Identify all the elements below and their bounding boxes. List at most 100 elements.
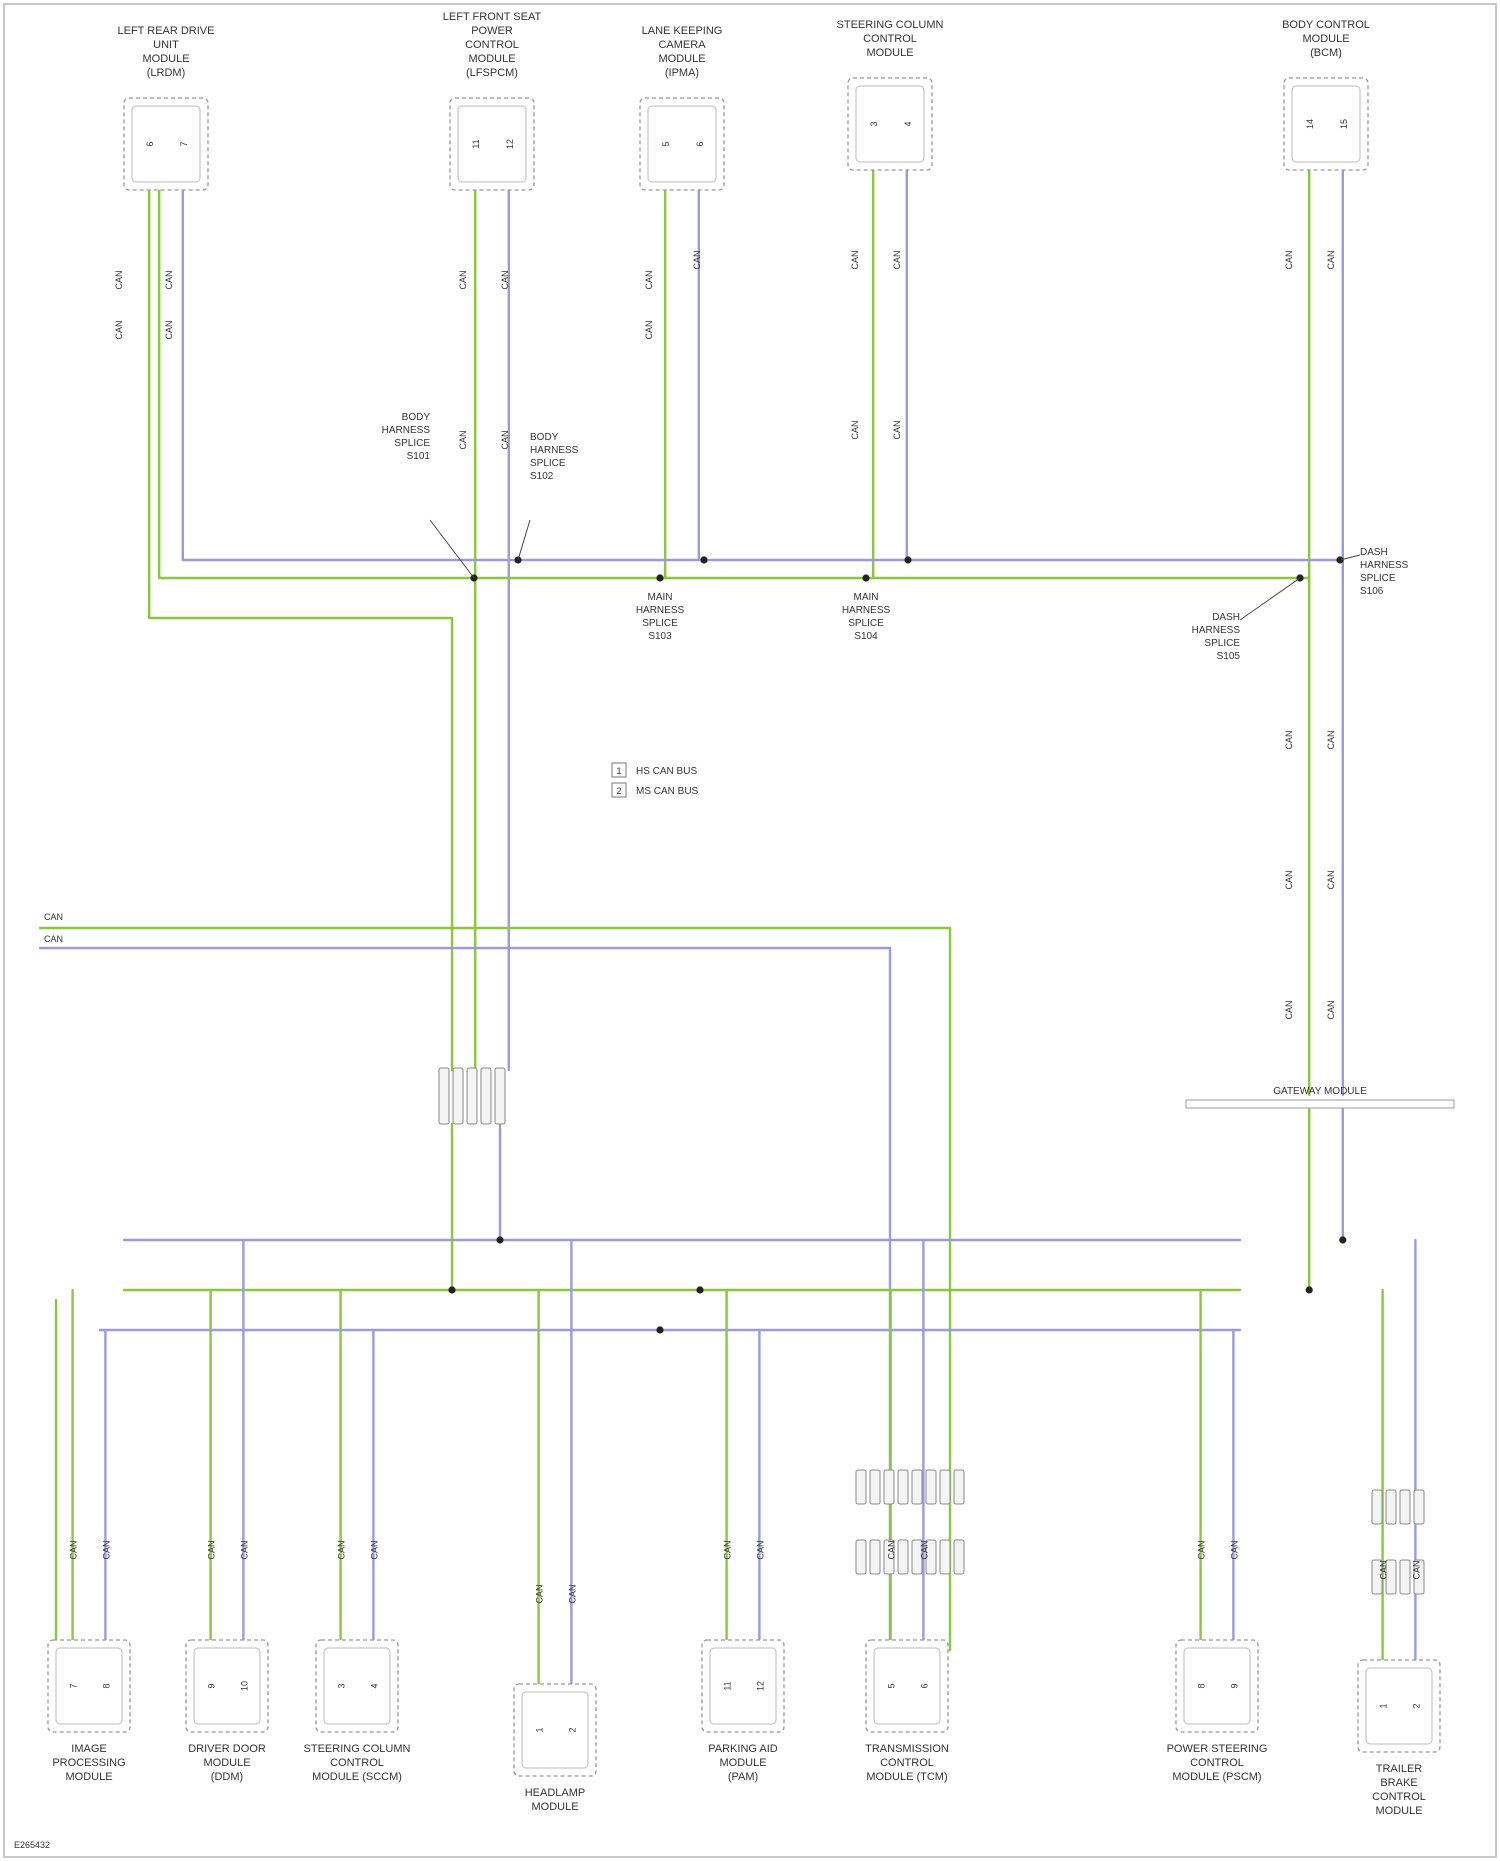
inline-conn-mid-3 xyxy=(481,1068,491,1124)
inline-conn-mid-1 xyxy=(453,1068,463,1124)
inline-conn-tcm-a-7 xyxy=(954,1470,964,1504)
code-top-6: CAN xyxy=(458,430,468,449)
wire-m1-high xyxy=(149,190,452,1070)
legend-text-1: MS CAN BUS xyxy=(636,786,699,797)
code-top-2: CAN xyxy=(114,320,124,339)
code-top-16: CAN xyxy=(1326,250,1336,269)
inline-conn-tcm-a-1 xyxy=(870,1470,880,1504)
legend-symbol-0: 1 xyxy=(616,766,621,776)
module-bottom-b6-plug xyxy=(874,1648,940,1724)
inline-conn-tcm-a-3 xyxy=(898,1470,908,1504)
module-top-m2-plug xyxy=(458,106,526,182)
splice-dot-top-3 xyxy=(700,556,707,563)
feed-code-a: CAN xyxy=(44,912,63,922)
module-bottom-b6-pin-a: 5 xyxy=(887,1683,897,1688)
inline-conn-trl-a-1 xyxy=(1386,1490,1396,1524)
code-top-17: CAN xyxy=(1284,730,1294,749)
code-top-20: CAN xyxy=(1326,870,1336,889)
code-bottom-b-0: CAN xyxy=(101,1540,111,1559)
inline-conn-tcm-a-0 xyxy=(856,1470,866,1504)
gateway-label: GATEWAY MODULE xyxy=(1273,1086,1367,1097)
module-top-m1-pin-b: 7 xyxy=(179,141,189,146)
module-bottom-b7-plug xyxy=(1184,1648,1250,1724)
module-bottom-b2-pin-b: 10 xyxy=(239,1681,249,1691)
code-top-0: CAN xyxy=(114,270,124,289)
code-top-9: CAN xyxy=(692,250,702,269)
inline-conn-tcm-b-0 xyxy=(856,1540,866,1574)
splice-dot-top-5 xyxy=(904,556,911,563)
code-bottom-a-2: CAN xyxy=(337,1540,347,1559)
code-bottom-b-7: CAN xyxy=(1411,1560,1421,1579)
leader-2 xyxy=(1240,578,1300,620)
module-bottom-b4-pin-b: 2 xyxy=(567,1727,577,1732)
splice-dot-bottom-2 xyxy=(1306,1286,1313,1293)
leader-0 xyxy=(430,520,474,578)
page-frame xyxy=(4,4,1496,1857)
splice-dot-bottom-1 xyxy=(496,1236,503,1243)
module-bottom-b8-plug xyxy=(1366,1668,1432,1744)
module-top-m4-plug xyxy=(856,86,924,162)
gateway-bar xyxy=(1186,1100,1454,1108)
module-top-m2-pin-a: 11 xyxy=(471,139,481,148)
inline-conn-mid-4 xyxy=(495,1068,505,1124)
splice-dot-bottom-0 xyxy=(448,1286,455,1293)
code-bottom-a-3: CAN xyxy=(535,1584,545,1603)
code-top-1: CAN xyxy=(164,270,174,289)
inline-conn-tcm-a-6 xyxy=(940,1470,950,1504)
module-bottom-b5-pin-a: 11 xyxy=(723,1681,733,1690)
module-bottom-b3-pin-b: 4 xyxy=(369,1683,379,1688)
code-top-19: CAN xyxy=(1284,870,1294,889)
splice-dot-top-4 xyxy=(862,574,869,581)
module-top-m4-pin-a: 3 xyxy=(869,121,879,126)
code-top-12: CAN xyxy=(892,250,902,269)
code-top-22: CAN xyxy=(1326,1000,1336,1019)
code-bottom-b-2: CAN xyxy=(369,1540,379,1559)
module-bottom-b3-label: STEERING COLUMNCONTROLMODULE (SCCM) xyxy=(304,1743,411,1783)
module-bottom-b1-plug xyxy=(56,1648,122,1724)
code-top-11: CAN xyxy=(850,250,860,269)
module-bottom-b4-plug xyxy=(522,1692,588,1768)
splice-dot-bottom-4 xyxy=(696,1286,703,1293)
code-bottom-b-1: CAN xyxy=(239,1540,249,1559)
module-bottom-b1-pin-b: 8 xyxy=(101,1683,111,1688)
footnote: E265432 xyxy=(14,1840,50,1850)
module-top-m3-pin-a: 5 xyxy=(661,141,671,146)
module-top-m4-pin-b: 4 xyxy=(903,121,913,126)
code-bottom-a-1: CAN xyxy=(207,1540,217,1559)
code-top-7: CAN xyxy=(500,430,510,449)
splice-label-s1: BODYHARNESSSPLICES101 xyxy=(382,412,431,462)
module-bottom-b4-pin-a: 1 xyxy=(535,1727,545,1732)
inline-conn-tcm-a-5 xyxy=(926,1470,936,1504)
code-top-10: CAN xyxy=(644,320,654,339)
module-bottom-b7-pin-a: 8 xyxy=(1197,1683,1207,1688)
splice-label-s5: DASHHARNESSSPLICES105 xyxy=(1192,612,1241,662)
code-top-4: CAN xyxy=(458,270,468,289)
code-top-5: CAN xyxy=(500,270,510,289)
module-bottom-b2-label: DRIVER DOORMODULE(DDM) xyxy=(188,1743,266,1783)
legend-text-0: HS CAN BUS xyxy=(636,766,697,777)
inline-conn-mid-2 xyxy=(467,1068,477,1124)
module-bottom-b2-pin-a: 9 xyxy=(207,1683,217,1688)
code-top-18: CAN xyxy=(1326,730,1336,749)
inline-conn-tcm-a-2 xyxy=(884,1470,894,1504)
code-bottom-b-4: CAN xyxy=(755,1540,765,1559)
splice-dot-top-2 xyxy=(656,574,663,581)
code-top-14: CAN xyxy=(892,420,902,439)
module-bottom-b8-pin-b: 2 xyxy=(1411,1703,1421,1708)
code-top-8: CAN xyxy=(644,270,654,289)
module-top-m5-pin-b: 15 xyxy=(1339,119,1349,129)
inline-conn-trl-a-0 xyxy=(1372,1490,1382,1524)
module-top-m3-plug xyxy=(648,106,716,182)
module-bottom-b5-plug xyxy=(710,1648,776,1724)
module-top-m1-plug xyxy=(132,106,200,182)
module-top-m1-pin-a: 6 xyxy=(145,141,155,146)
code-top-3: CAN xyxy=(164,320,174,339)
module-bottom-b7-pin-b: 9 xyxy=(1229,1683,1239,1688)
